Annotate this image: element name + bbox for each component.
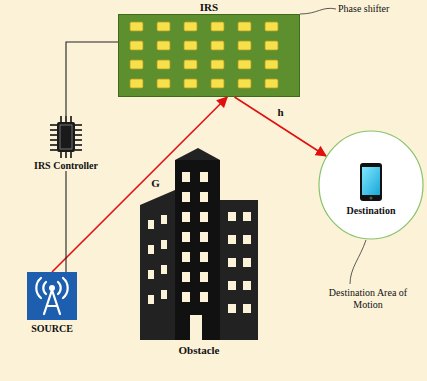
source-node: SOURCE xyxy=(24,272,80,334)
connector xyxy=(52,97,227,272)
irs-panel xyxy=(118,14,300,97)
callout-label: Phase shifter xyxy=(338,3,389,15)
controller-node: IRS Controller xyxy=(15,116,117,171)
destination-circle: Destination xyxy=(318,130,424,240)
node-label: IRS Controller xyxy=(15,160,117,171)
antenna-icon xyxy=(27,272,77,320)
leader-line xyxy=(350,240,366,284)
connector xyxy=(234,97,325,156)
obstacle-building xyxy=(140,148,258,340)
node-label: Destination xyxy=(318,205,424,216)
edge-label: G xyxy=(149,177,162,189)
phone-icon xyxy=(359,162,383,202)
obstacle-label: Obstacle xyxy=(179,344,220,356)
area-label: Destination Area of Motion xyxy=(318,287,418,311)
node-label: IRS xyxy=(118,0,300,14)
edge-label: h xyxy=(275,106,285,118)
connector xyxy=(66,42,118,116)
leader-line xyxy=(300,8,336,14)
chip-icon xyxy=(49,116,83,158)
node-label: SOURCE xyxy=(24,323,80,334)
irs-panel-node: IRS xyxy=(118,0,300,97)
connector xyxy=(65,171,66,272)
